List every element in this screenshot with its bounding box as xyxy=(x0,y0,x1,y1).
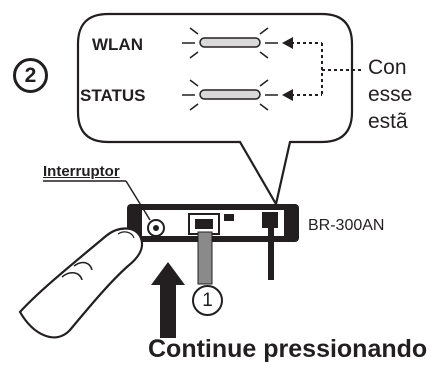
ethernet-cable xyxy=(197,231,213,285)
callout-bubble xyxy=(76,12,354,207)
status-label: STATUS xyxy=(80,86,146,105)
wlan-led-indicator xyxy=(182,27,278,59)
model-label: BR-300AN xyxy=(308,217,385,234)
pressing-finger xyxy=(18,227,144,339)
confirm-instruction-text: Con esse estã xyxy=(368,56,413,133)
step-2-badge: 2 xyxy=(13,58,48,93)
arrow-head-status xyxy=(282,89,293,101)
arrow-head-wlan xyxy=(282,37,293,49)
power-cable xyxy=(268,228,274,280)
dotted-connector xyxy=(291,42,362,96)
router-device xyxy=(127,204,299,242)
press-arrow xyxy=(151,262,185,338)
continue-pressing-label: Continue pressionando xyxy=(148,335,428,363)
switch-label: Interruptor xyxy=(43,163,120,180)
status-led-indicator xyxy=(182,79,278,111)
wlan-label: WLAN xyxy=(92,35,143,54)
power-port xyxy=(262,212,278,228)
step-1-badge: 1 xyxy=(192,285,223,316)
